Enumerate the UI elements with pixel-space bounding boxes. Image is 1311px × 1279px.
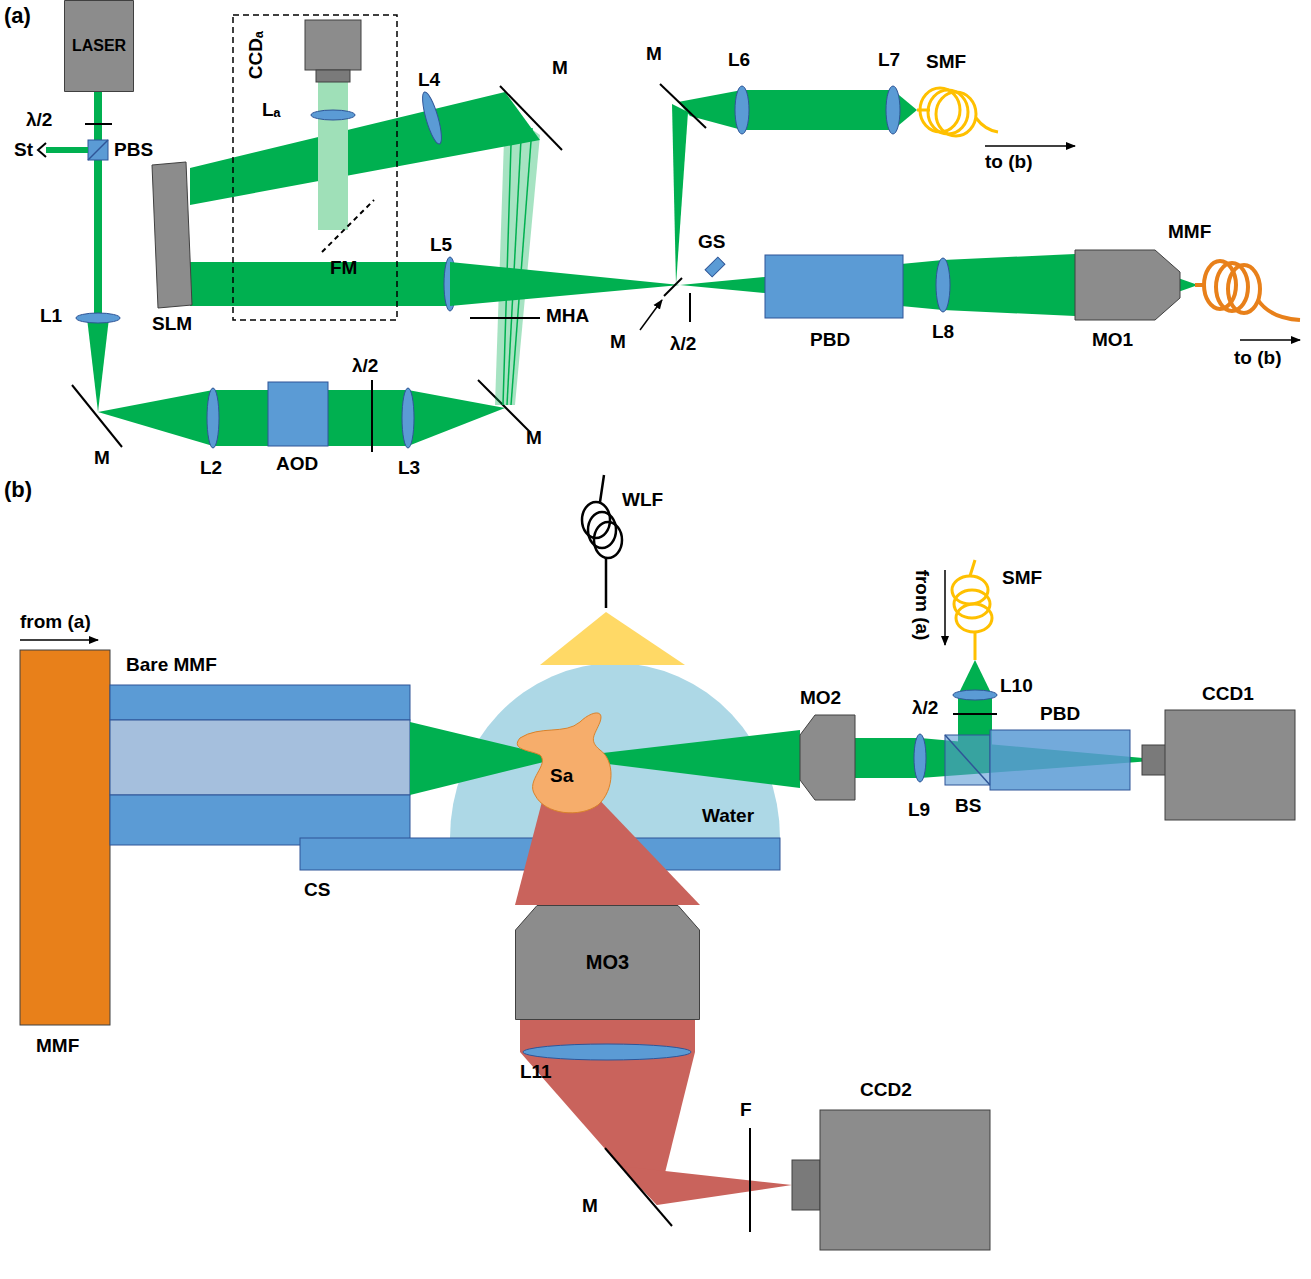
part-label: M	[610, 332, 626, 353]
panel-a	[38, 15, 1300, 452]
part-label: (a)	[4, 4, 31, 28]
part-label: WLF	[622, 490, 663, 511]
part-label: GS	[698, 232, 725, 253]
part-label: L4	[418, 70, 440, 91]
part-label: L11	[520, 1062, 552, 1083]
node-shape	[516, 906, 700, 1020]
component-name: MO3	[586, 951, 629, 974]
part-label: L8	[932, 322, 954, 343]
part-label: Water	[702, 806, 754, 827]
component-name: LASER	[72, 37, 126, 55]
part-label: AOD	[276, 454, 318, 475]
part-label: MHA	[546, 306, 589, 327]
part-label: λ/2	[670, 334, 696, 355]
part-label: L3	[398, 458, 420, 479]
part-label: λ/2	[912, 698, 938, 719]
part-label: MMF	[1168, 222, 1211, 243]
part-label: L2	[200, 458, 222, 479]
part-label: BS	[955, 796, 981, 817]
part-label: SMF	[926, 52, 966, 73]
part-label: CS	[304, 880, 330, 901]
part-label: λ/2	[352, 356, 378, 377]
part-label: L6	[728, 50, 750, 71]
panel-b	[20, 475, 1295, 1250]
node-shape	[65, 1, 134, 92]
part-label: Bare MMF	[126, 655, 217, 676]
part-label: M	[552, 58, 568, 79]
part-label: M	[646, 44, 662, 65]
part-label: to (b)	[985, 152, 1032, 173]
part-label: MO2	[800, 688, 841, 709]
part-label: PBS	[114, 140, 153, 161]
part-label: CCD2	[860, 1080, 912, 1101]
part-label: M	[526, 428, 542, 449]
part-label: FM	[330, 258, 357, 279]
objective-box: MO3	[515, 905, 700, 1020]
part-label: L9	[908, 800, 930, 821]
part-label: from (a)	[912, 570, 933, 641]
part-label: SLM	[152, 314, 192, 335]
part-label: L7	[878, 50, 900, 71]
laser-box: LASER	[64, 0, 134, 92]
part-label: St	[14, 140, 33, 161]
part-label: SMF	[1002, 568, 1042, 589]
part-label: Lₐ	[262, 100, 281, 121]
part-label: Sa	[550, 766, 573, 787]
part-label: PBD	[1040, 704, 1080, 725]
part-label: L10	[1000, 676, 1033, 697]
part-label: MMF	[36, 1036, 79, 1057]
part-label: CCD1	[1202, 684, 1254, 705]
part-label: to (b)	[1234, 348, 1281, 369]
part-label: M	[582, 1196, 598, 1217]
part-label: (b)	[4, 478, 32, 502]
part-label: F	[740, 1100, 752, 1121]
part-label: CCDₐ	[246, 31, 267, 79]
part-label: λ/2	[26, 110, 52, 131]
part-label: M	[94, 448, 110, 469]
part-label: L1	[40, 306, 62, 327]
part-label: MO1	[1092, 330, 1133, 351]
part-label: from (a)	[20, 612, 91, 633]
part-label: L5	[430, 235, 452, 256]
part-label: PBD	[810, 330, 850, 351]
